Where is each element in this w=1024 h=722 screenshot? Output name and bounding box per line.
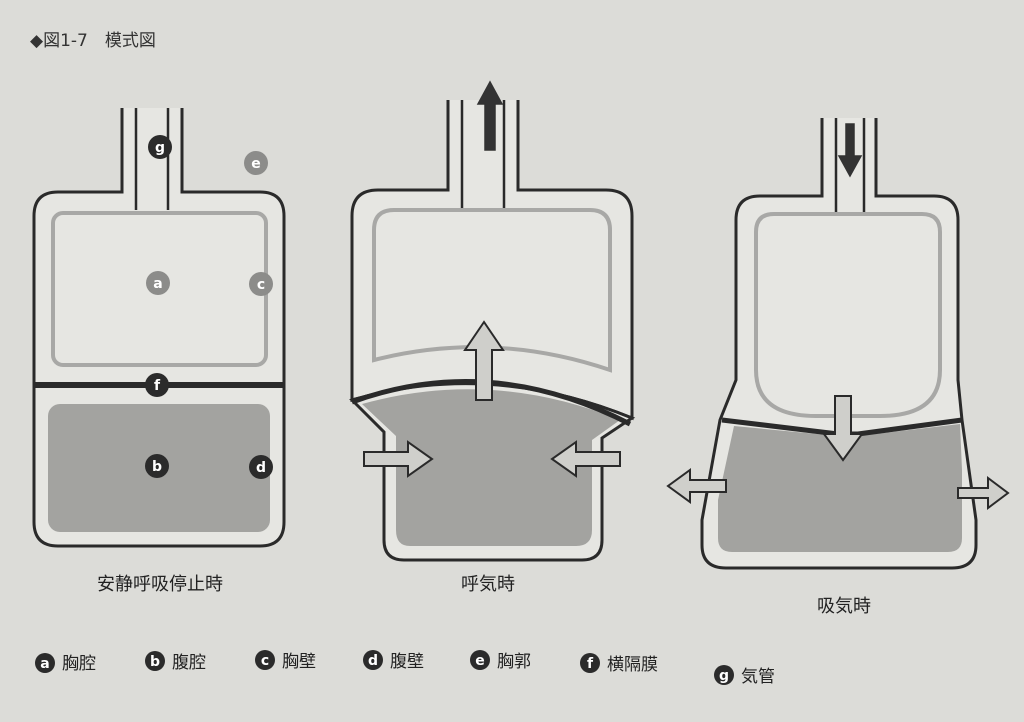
panel-inhalation: 吸気時 (666, 118, 1010, 617)
marker-e-letter: e (251, 156, 261, 172)
left-arrow-icon (550, 440, 621, 478)
marker-a: a (146, 271, 170, 295)
legend-label-g: 気管 (741, 667, 775, 687)
legend-item-e: e 胸郭 (470, 650, 531, 672)
marker-g-letter: g (155, 140, 165, 156)
inhale-thoracic-lining (754, 212, 942, 418)
down-arrow-icon (822, 395, 864, 462)
legend-marker-c: c (261, 653, 269, 669)
legend-label-b: 腹腔 (172, 653, 206, 673)
marker-f: f (145, 373, 169, 397)
exhale-abdomen (362, 389, 620, 546)
marker-e: e (244, 151, 268, 175)
figure-title: ◆図1-7 模式図 (30, 31, 156, 51)
marker-a-letter: a (153, 276, 162, 292)
panel-rest: g e a c f b d 安静呼吸停止時 (32, 108, 286, 595)
marker-c: c (249, 272, 273, 296)
marker-f-letter: f (154, 378, 161, 394)
legend-label-a: 胸腔 (62, 654, 96, 674)
legend-label-d: 腹壁 (390, 652, 424, 672)
inhale-abdomen (718, 424, 962, 552)
panel-exhalation: 呼気時 (349, 80, 636, 595)
legend-label-e: 胸郭 (497, 652, 531, 672)
legend-label-f: 横隔膜 (607, 655, 658, 675)
right-arrow-icon (363, 440, 434, 478)
down-arrow-icon (837, 123, 863, 178)
up-arrow-icon (476, 80, 504, 151)
marker-d-letter: d (256, 460, 266, 476)
marker-b: b (145, 454, 169, 478)
exhale-trachea-inner (460, 100, 506, 208)
left-arrow-icon (666, 468, 727, 504)
legend-item-d: d 腹壁 (363, 650, 424, 672)
caption-exhalation: 呼気時 (461, 574, 515, 595)
right-arrow-icon (957, 476, 1010, 510)
marker-b-letter: b (152, 459, 162, 475)
inhale-trachea-inner (834, 118, 866, 214)
exhale-thoracic-lining (372, 208, 612, 373)
rest-trachea-inner (134, 108, 170, 210)
legend-item-g: g 気管 (714, 665, 775, 687)
legend-label-c: 胸壁 (282, 652, 316, 672)
legend-marker-d: d (368, 653, 378, 669)
legend-marker-e: e (475, 653, 485, 669)
marker-g: g (148, 135, 172, 159)
legend: a 胸腔 b 腹腔 c 胸壁 d 腹壁 e 胸郭 f 横隔膜 (35, 650, 775, 687)
marker-d: d (249, 455, 273, 479)
legend-item-a: a 胸腔 (35, 653, 96, 674)
legend-marker-b: b (150, 654, 160, 670)
legend-marker-a: a (40, 656, 49, 672)
legend-item-f: f 横隔膜 (580, 653, 658, 675)
legend-marker-f: f (587, 656, 594, 672)
caption-rest: 安静呼吸停止時 (97, 574, 223, 595)
marker-c-letter: c (257, 277, 265, 293)
legend-item-b: b 腹腔 (145, 651, 206, 673)
legend-item-c: c 胸壁 (255, 650, 316, 672)
up-arrow-icon (463, 320, 505, 401)
caption-inhalation: 吸気時 (817, 596, 871, 617)
legend-marker-g: g (719, 668, 729, 684)
